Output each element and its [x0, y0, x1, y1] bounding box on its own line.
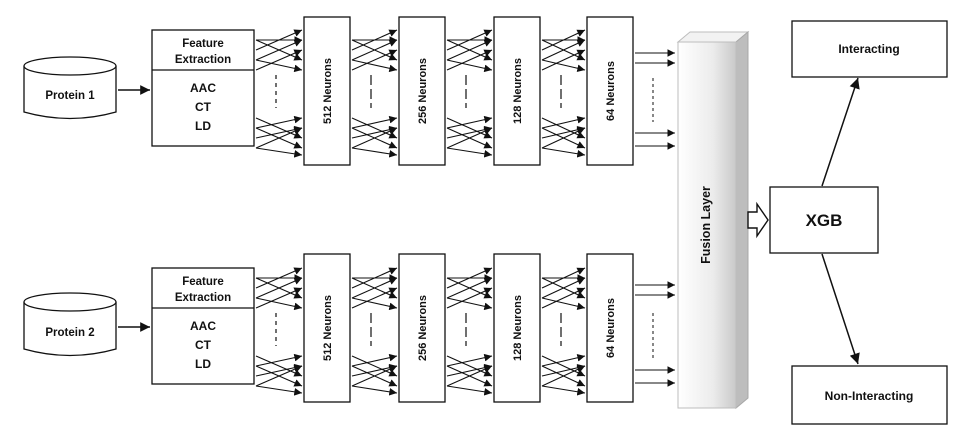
protein-1-database: Protein 1	[23, 56, 117, 120]
layer-label: 128 Neurons	[512, 58, 524, 124]
layer-label: 512 Neurons	[322, 58, 334, 124]
connections-features-to-512-bottom	[255, 267, 303, 396]
xgb-label: XGB	[806, 211, 843, 230]
output-interacting-label: Interacting	[838, 42, 899, 56]
feature-ld: LD	[195, 119, 211, 133]
arrow-xgb-to-non-interacting	[821, 253, 860, 365]
connections-64-to-fusion-bottom	[635, 281, 675, 387]
neuron-layer-256-bottom: 256 Neurons	[398, 253, 446, 403]
output-non-interacting-label: Non-Interacting	[825, 389, 914, 403]
protein-1-label: Protein 1	[45, 90, 95, 102]
layer-label: 128 Neurons	[512, 295, 524, 361]
connections-512-to-256-top	[351, 29, 398, 158]
layer-label: 64 Neurons	[605, 61, 617, 121]
feature-header-line-1: Feature	[182, 276, 224, 288]
neuron-layer-256-top: 256 Neurons	[398, 16, 446, 166]
arrow-xgb-to-interacting	[821, 77, 860, 187]
feature-header-line-2: Extraction	[175, 54, 231, 66]
layer-label: 512 Neurons	[322, 295, 334, 361]
connections-512-to-256-bottom	[351, 267, 398, 396]
connections-64-to-fusion-top	[635, 49, 675, 150]
feature-header-line-2: Extraction	[175, 292, 231, 304]
output-non-interacting-box: Non-Interacting	[791, 365, 948, 425]
protein-2-label: Protein 2	[45, 327, 94, 339]
ellipsis-dashes-top	[275, 75, 562, 108]
neuron-layer-512-bottom: 512 Neurons	[303, 253, 351, 403]
feature-aac: AAC	[190, 319, 216, 333]
ellipsis-dashes-bottom	[275, 313, 562, 346]
xgb-classifier-box: XGB	[769, 186, 879, 254]
fusion-layer-label: Fusion Layer	[699, 186, 713, 264]
connections-256-to-128-top	[446, 29, 493, 158]
connections-128-to-64-top	[541, 29, 586, 158]
neuron-layer-64-bottom: 64 Neurons	[586, 253, 634, 403]
layer-label: 256 Neurons	[417, 295, 429, 361]
neuron-layer-128-top: 128 Neurons	[493, 16, 541, 166]
neuron-layer-64-top: 64 Neurons	[586, 16, 634, 166]
feature-aac: AAC	[190, 81, 216, 95]
layer-label: 256 Neurons	[417, 58, 429, 124]
neuron-layer-512-top: 512 Neurons	[303, 16, 351, 166]
branch-top: Protein 1 Feature Extraction AAC CT LD 5…	[23, 16, 675, 166]
feature-ld: LD	[195, 357, 211, 371]
feature-extraction-box-2: Feature Extraction AAC CT LD	[151, 267, 255, 385]
feature-header-line-1: Feature	[182, 38, 224, 50]
connections-features-to-512-top	[255, 29, 303, 158]
feature-ct: CT	[195, 100, 212, 114]
layer-label: 64 Neurons	[605, 298, 617, 358]
fusion-to-xgb-arrow	[747, 201, 769, 239]
branch-bottom: Protein 2 Feature Extraction AAC CT LD 5…	[23, 253, 675, 403]
connections-128-to-64-bottom	[541, 267, 586, 396]
fusion-layer: Fusion Layer	[676, 30, 750, 410]
connections-256-to-128-bottom	[446, 267, 493, 396]
output-interacting-box: Interacting	[791, 20, 948, 78]
feature-extraction-box-1: Feature Extraction AAC CT LD	[151, 29, 255, 147]
neuron-layer-128-bottom: 128 Neurons	[493, 253, 541, 403]
feature-ct: CT	[195, 338, 212, 352]
protein-2-database: Protein 2	[23, 292, 117, 357]
